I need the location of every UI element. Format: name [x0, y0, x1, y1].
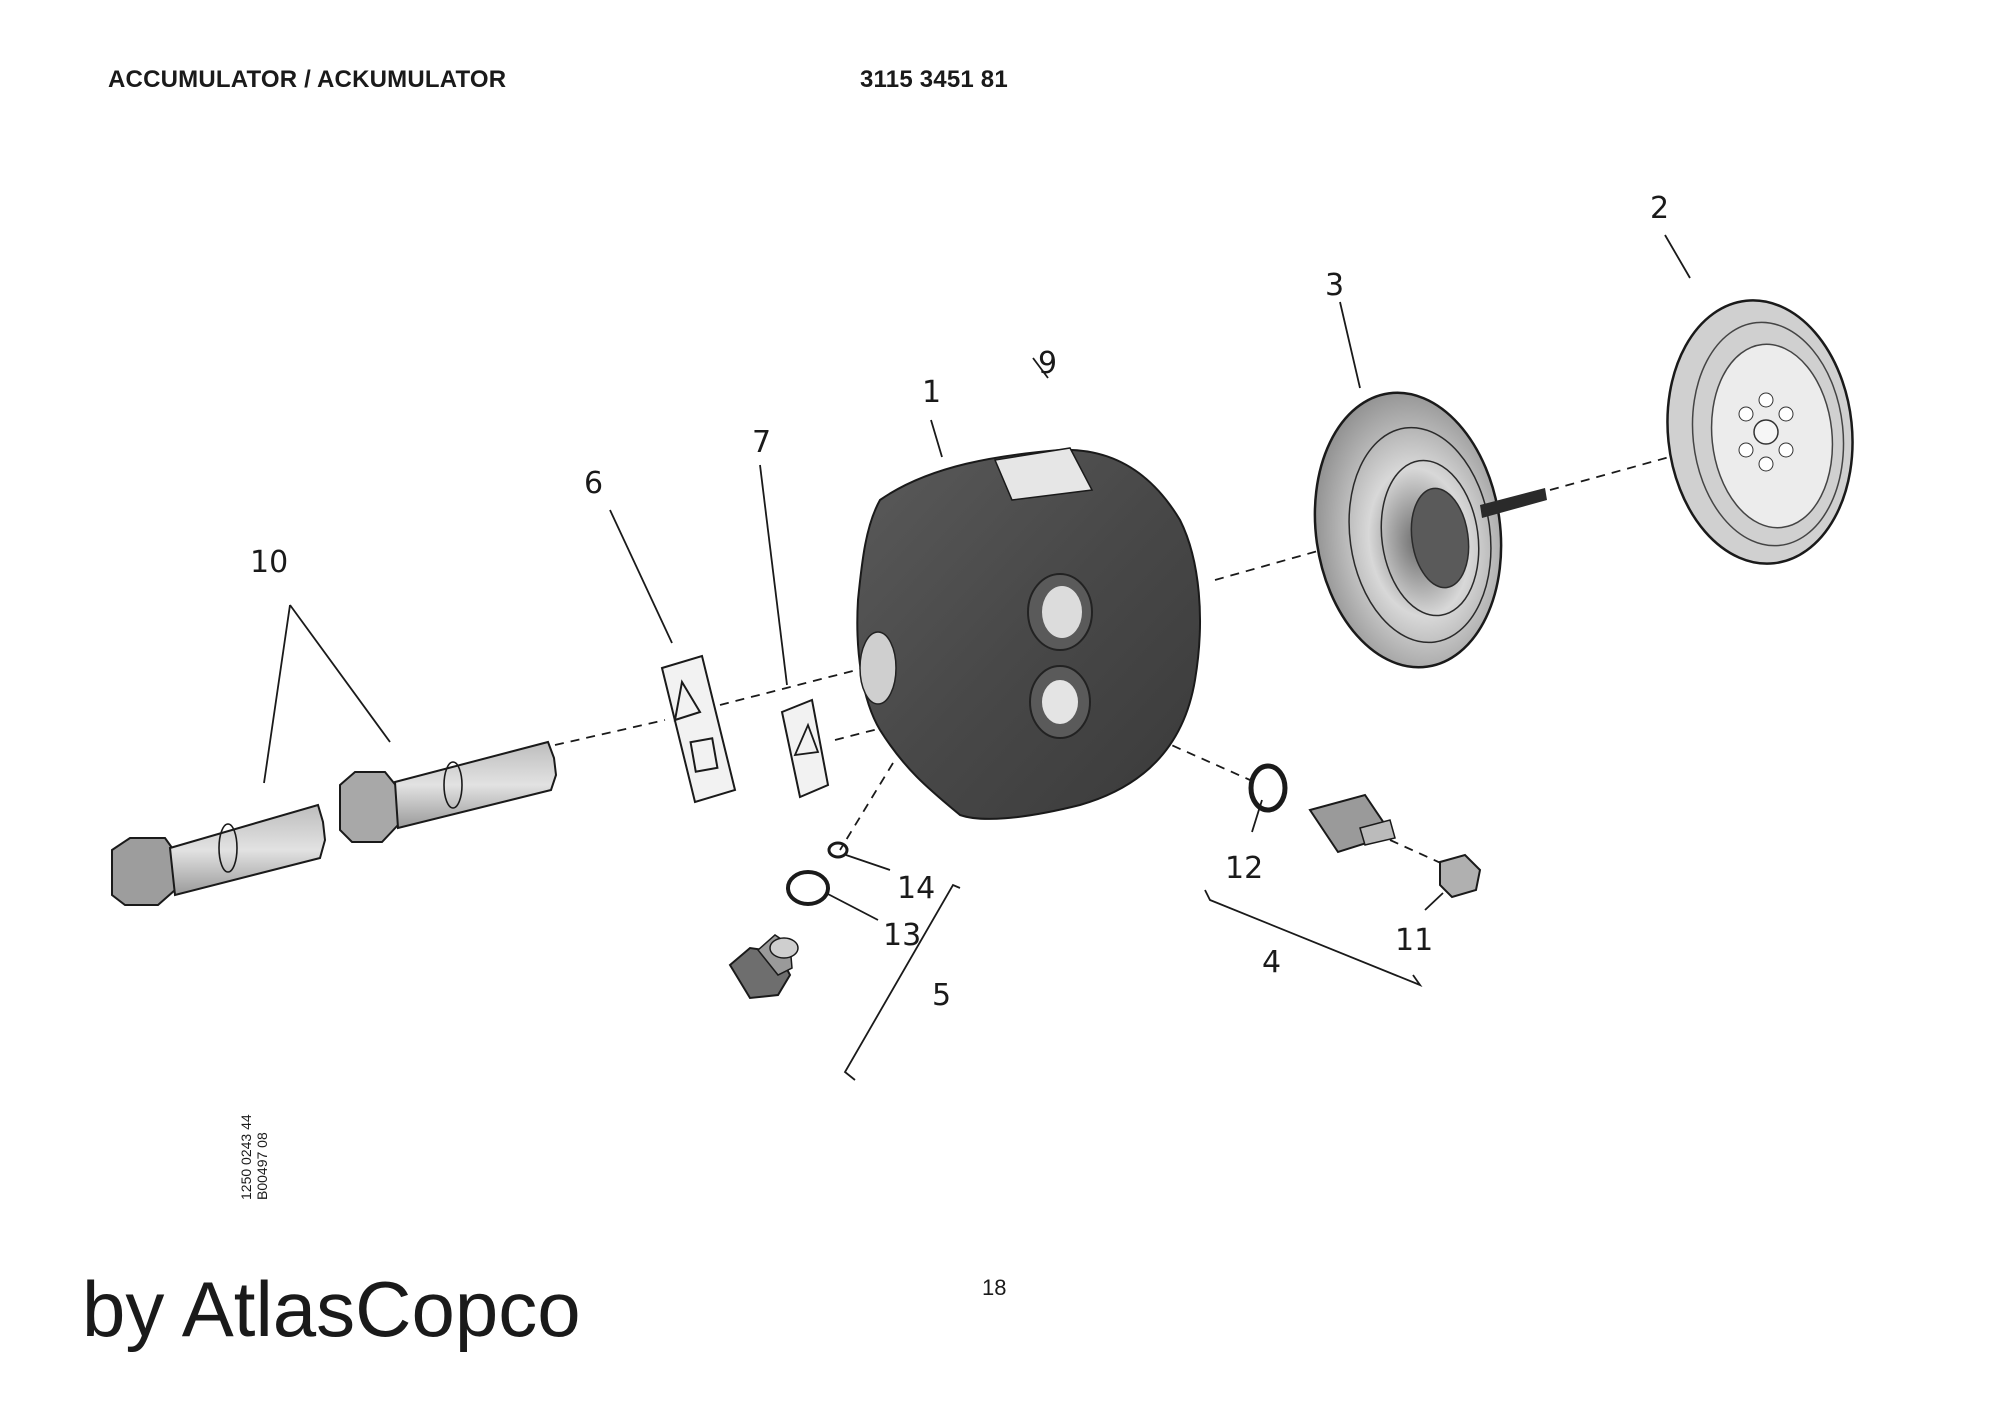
callout-9: 9 [1038, 346, 1057, 381]
axis-line-10 [554, 719, 666, 746]
cover-2 [1666, 299, 1854, 565]
seal-ring-13 [786, 870, 830, 906]
callout-5: 5 [932, 978, 951, 1013]
axis-line-5 [839, 762, 894, 851]
reference-code: B00497 08 [254, 1132, 270, 1200]
bolt-10-long [339, 740, 558, 843]
accumulator-body-1 [856, 447, 1201, 820]
callout-7: 7 [752, 425, 771, 460]
bolt-10-short [111, 803, 327, 906]
valve-cap-11 [1439, 853, 1482, 899]
callout-6: 6 [584, 466, 603, 501]
reference-code: 1250 0243 44 [238, 1114, 254, 1200]
callout-10: 10 [250, 545, 288, 580]
page-number: 18 [982, 1275, 1007, 1300]
callout-3: 3 [1325, 268, 1344, 303]
warning-decal-6 [660, 654, 737, 804]
axis-line-11 [1389, 839, 1446, 866]
brand-watermark: by AtlasCopco [82, 1265, 581, 1353]
plug-5 [728, 934, 799, 1000]
charging-valve-4 [1308, 793, 1396, 854]
reference-codes: 1250 0243 44 B00497 08 [238, 1114, 270, 1200]
callout-4: 4 [1262, 945, 1281, 980]
part-number: 3115 3451 81 [860, 66, 1008, 93]
callout-12: 12 [1225, 851, 1263, 886]
callout-1: 1 [922, 375, 941, 410]
callout-14: 14 [897, 871, 935, 906]
nitrogen-decal-7 [780, 698, 830, 799]
callout-13: 13 [883, 918, 921, 953]
diaphragm-3 [1313, 391, 1547, 669]
page-title: ACCUMULATOR / ACKUMULATOR [108, 66, 507, 93]
seal-ring-12 [1248, 763, 1288, 813]
small-oring-14 [827, 841, 849, 859]
callout-2: 2 [1650, 191, 1669, 226]
callout-11: 11 [1395, 923, 1433, 958]
